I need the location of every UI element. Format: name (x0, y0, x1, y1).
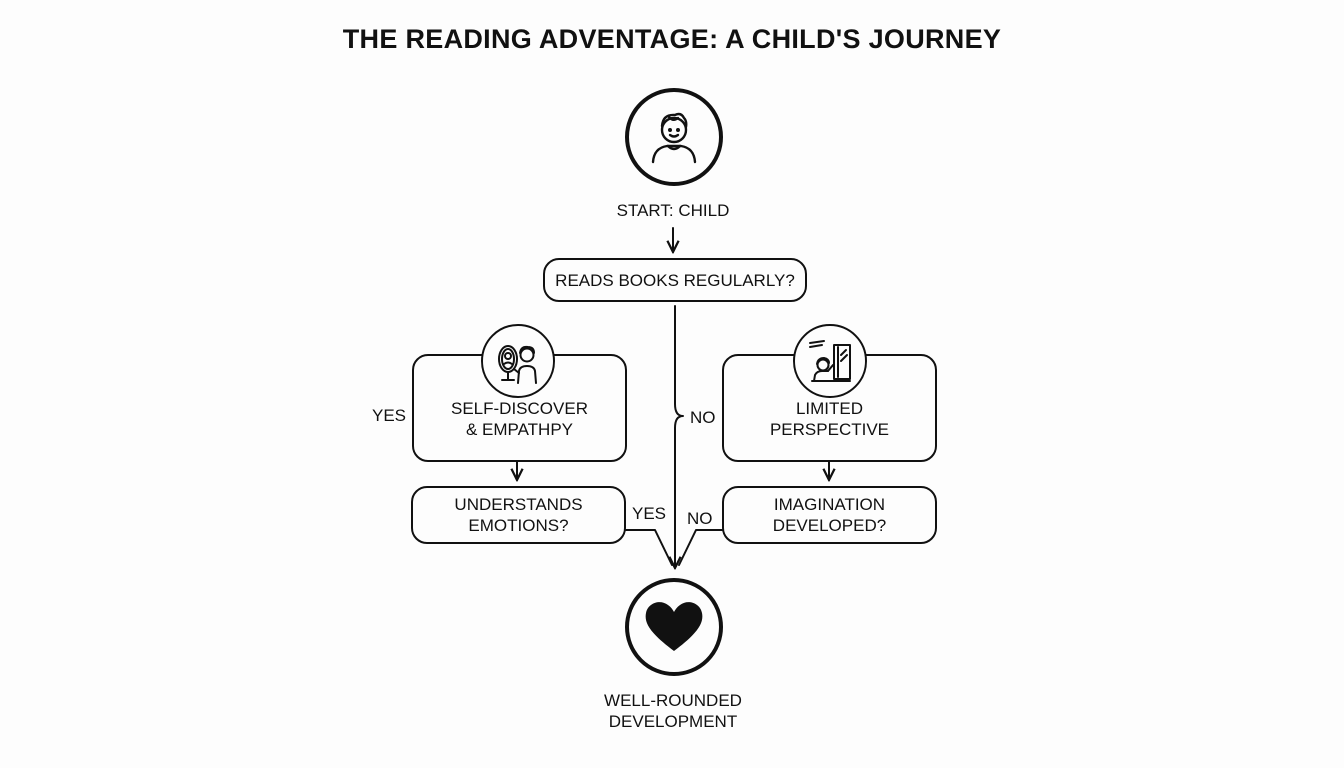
understands-emotions-line2: EMOTIONS? (468, 516, 569, 535)
heart-icon (645, 602, 703, 651)
decision-reads-books-label: READS BOOKS REGULARLY? (555, 270, 795, 290)
self-discover-line1: SELF-DISCOVER (451, 399, 588, 418)
arrow-no-path (675, 305, 684, 568)
decision-reads-books: READS BOOKS REGULARLY? (543, 258, 807, 302)
end-label: WELL-ROUNDED DEVELOPMENT (560, 690, 786, 732)
imagination-developed-line2: DEVELOPED? (772, 516, 887, 535)
self-discover-line2: & EMPATHPY (465, 420, 574, 439)
end-label-line2: DEVELOPMENT (608, 712, 738, 731)
self-discover-box: SELF-DISCOVER & EMPATHPY (412, 354, 627, 462)
self-discover-icon-circle (481, 324, 555, 398)
arrow-understands-to-end (625, 529, 673, 566)
end-label-line1: WELL-ROUNDED (604, 691, 742, 710)
imagination-no-label: NO (687, 509, 713, 528)
limited-perspective-icon-circle (793, 324, 867, 398)
start-label: START: CHILD (616, 201, 730, 220)
understands-yes-label: YES (632, 504, 667, 523)
start-circle (625, 88, 723, 186)
yes-edge-label: YES (372, 406, 407, 425)
limited-perspective-line1: LIMITED (795, 399, 864, 418)
understands-emotions-line1: UNDERSTANDS (454, 495, 583, 514)
limited-perspective-line2: PERSPECTIVE (769, 420, 890, 439)
arrow-imagination-to-end (678, 529, 723, 566)
no-edge-label: NO (690, 408, 716, 427)
child-mirror-icon (498, 345, 537, 384)
child-window-icon (809, 340, 851, 382)
child-icon (651, 112, 697, 164)
end-circle (625, 578, 723, 676)
imagination-developed-line1: IMAGINATION (773, 495, 886, 514)
understands-emotions-question: UNDERSTANDS EMOTIONS? (411, 486, 626, 544)
page-title: THE READING ADVENTAGE: A CHILD'S JOURNEY (342, 24, 1002, 54)
imagination-developed-question: IMAGINATION DEVELOPED? (722, 486, 937, 544)
